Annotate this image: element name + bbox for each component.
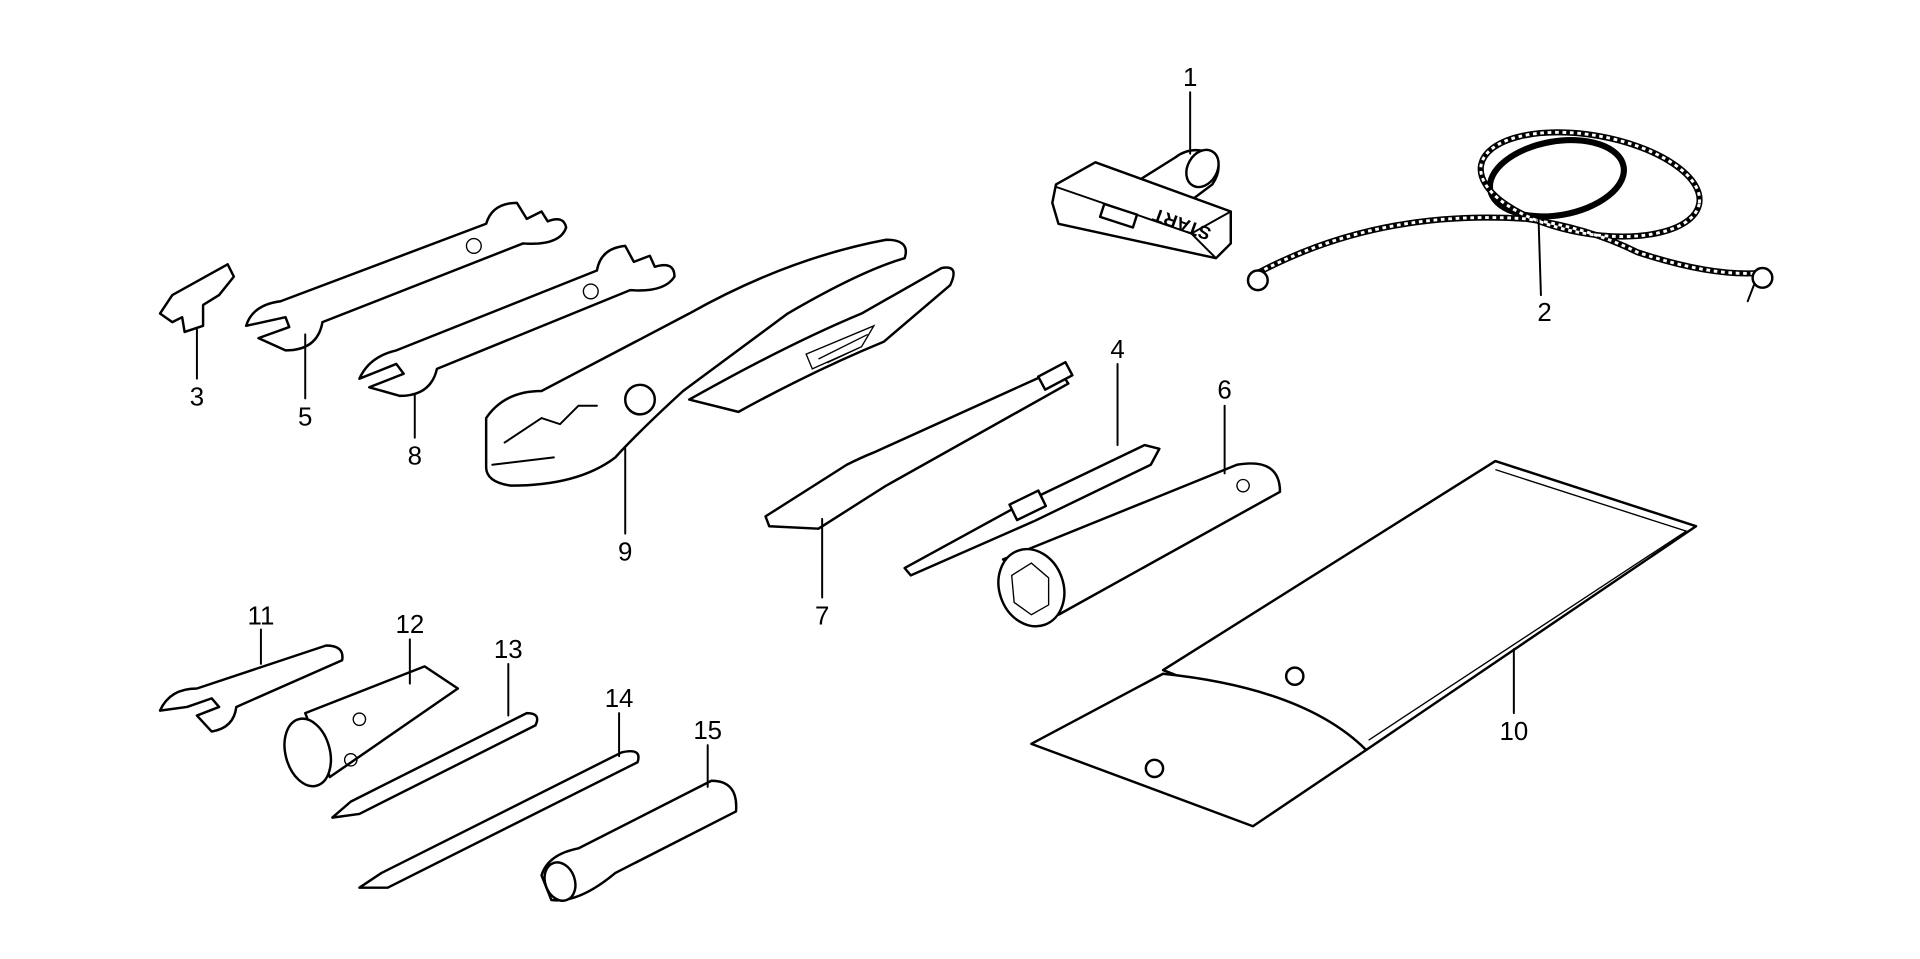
callout-6: 6 xyxy=(1217,376,1231,404)
callout-8: 8 xyxy=(408,443,422,471)
small-wrench xyxy=(158,644,344,733)
clip xyxy=(158,263,236,334)
spark-plug-wrench xyxy=(997,462,1282,628)
open-end-wrench-5 xyxy=(244,201,568,352)
screwdriver-handle-flat xyxy=(764,360,1074,530)
callout-2: 2 xyxy=(1537,299,1551,327)
callout-9: 9 xyxy=(618,539,632,567)
callout-labels: 1 2 3 4 5 6 7 8 9 10 11 12 13 14 15 xyxy=(190,64,1552,746)
tool-bag xyxy=(1030,459,1698,828)
screwdriver-grip xyxy=(540,779,738,902)
callout-11: 11 xyxy=(248,603,275,631)
callout-15: 15 xyxy=(693,717,722,745)
phillips-screwdriver xyxy=(331,711,539,819)
callout-12: 12 xyxy=(395,611,424,639)
open-end-wrench-8 xyxy=(358,244,676,398)
callout-14: 14 xyxy=(605,685,634,713)
leader-lines xyxy=(195,91,1542,788)
callout-1: 1 xyxy=(1183,64,1197,92)
screwdriver-bit xyxy=(903,443,1161,577)
box-socket-wrench xyxy=(283,665,460,788)
flat-screwdriver xyxy=(358,749,640,889)
callout-5: 5 xyxy=(298,403,312,431)
pliers xyxy=(484,238,955,487)
callout-4: 4 xyxy=(1110,336,1124,364)
starter-handle: START xyxy=(1051,148,1233,260)
starter-rope xyxy=(1246,129,1774,303)
callout-10: 10 xyxy=(1499,718,1528,746)
callout-3: 3 xyxy=(190,384,204,412)
callout-7: 7 xyxy=(815,603,829,631)
callout-13: 13 xyxy=(494,636,523,664)
